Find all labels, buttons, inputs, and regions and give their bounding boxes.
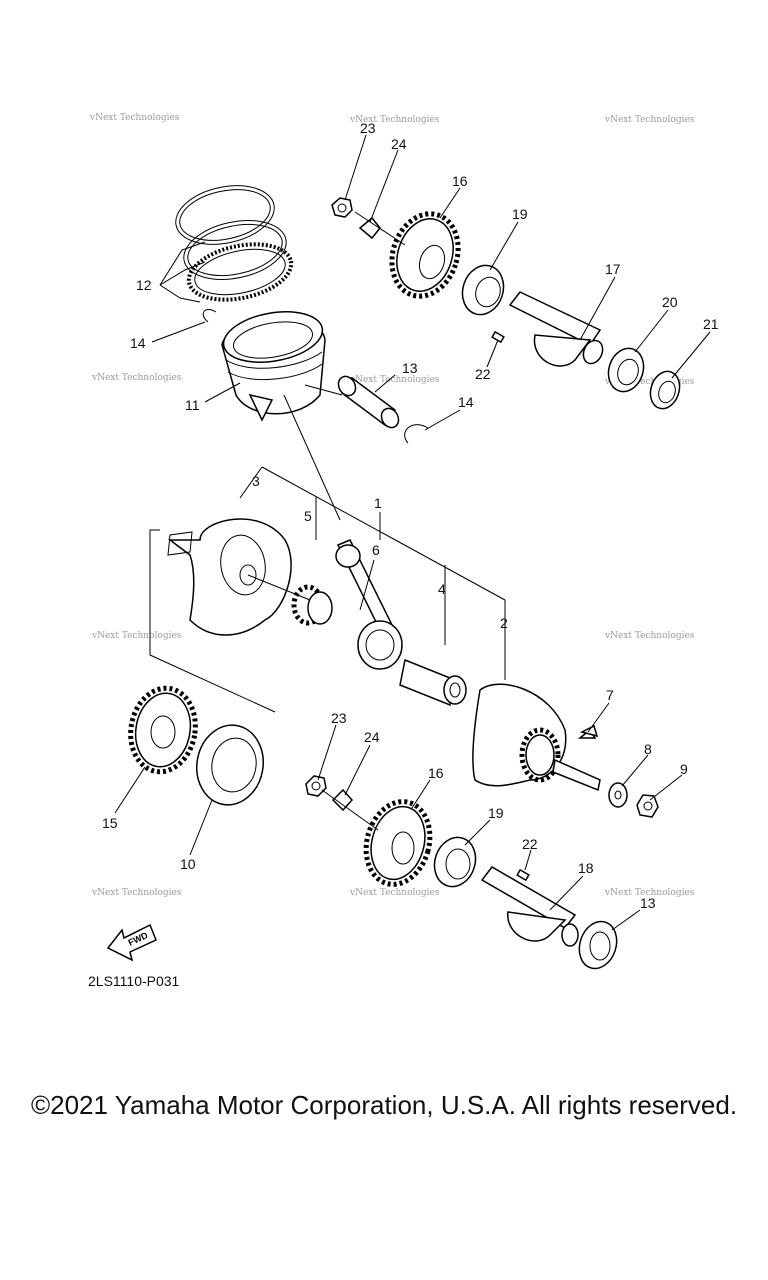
- piston-pin: [337, 375, 400, 429]
- watermark-9: vNext Technologies: [91, 888, 182, 898]
- watermark-1: vNext Technologies: [89, 113, 180, 123]
- callout-24b: 24: [364, 729, 380, 745]
- callout-4: 4: [438, 581, 446, 597]
- callout-6: 6: [372, 542, 380, 558]
- callout-16b: 16: [428, 765, 444, 781]
- connecting-rod: [335, 539, 403, 670]
- callout-21: 21: [703, 316, 719, 332]
- assembly-brackets: [149, 394, 506, 713]
- callout-17: 17: [605, 261, 621, 277]
- washer-nut-right: [608, 782, 659, 818]
- callout-5: 5: [304, 508, 312, 524]
- callout-11: 11: [185, 397, 200, 413]
- piston-rings: [175, 185, 294, 302]
- watermark-5: vNext Technologies: [349, 375, 440, 385]
- callout-10: 10: [180, 856, 196, 872]
- callout-14a: 14: [130, 335, 146, 351]
- callout-22b: 22: [522, 836, 538, 852]
- piston: [221, 311, 326, 422]
- callout-1: 1: [374, 495, 382, 511]
- callout-20: 20: [662, 294, 678, 310]
- callout-19b: 19: [488, 805, 504, 821]
- fwd-arrow: FWD: [106, 923, 157, 962]
- key-7: [579, 724, 599, 738]
- callout-19a: 19: [512, 206, 528, 222]
- callout-13: 13: [402, 360, 418, 376]
- callout-16a: 16: [452, 173, 468, 189]
- callout-9: 9: [680, 761, 688, 777]
- balancer-top-assembly: [331, 197, 681, 410]
- watermark-10: vNext Technologies: [349, 888, 440, 898]
- crank-left: [167, 518, 311, 636]
- crank-right: [472, 683, 601, 792]
- callout-2: 2: [500, 615, 508, 631]
- crank-pin: [399, 658, 467, 707]
- leader-lines: [114, 134, 711, 931]
- needle-bearing: [291, 584, 333, 626]
- callout-12: 12: [136, 277, 152, 293]
- callout-18: 18: [578, 860, 594, 876]
- callout-14b: 14: [458, 394, 474, 410]
- callout-23a: 23: [360, 120, 376, 136]
- watermark-6: vNext Technologies: [604, 377, 695, 387]
- watermark-4: vNext Technologies: [91, 373, 182, 383]
- watermark-11: vNext Technologies: [604, 888, 695, 898]
- diagram-code: 2LS1110-P031: [88, 973, 180, 989]
- callout-numbers: 1 2 3 4 5 6 7 8 9 10 11 12 13 13 14 14 1…: [102, 120, 719, 911]
- watermark-7: vNext Technologies: [91, 631, 182, 641]
- watermark-2: vNext Technologies: [349, 115, 440, 125]
- callout-24a: 24: [391, 136, 407, 152]
- parts-diagram: vNext Technologies vNext Technologies vN…: [89, 113, 719, 970]
- copyright-text: ©2021 Yamaha Motor Corporation, U.S.A. A…: [30, 1090, 738, 1120]
- callout-8: 8: [644, 741, 652, 757]
- watermark-8: vNext Technologies: [604, 631, 695, 641]
- callout-3: 3: [252, 473, 260, 489]
- callout-7: 7: [606, 687, 614, 703]
- watermark-3: vNext Technologies: [604, 115, 695, 125]
- circlip-right: [404, 424, 429, 444]
- watermarks: vNext Technologies vNext Technologies vN…: [89, 113, 695, 898]
- crank-gear-bearing: [128, 685, 264, 806]
- balancer-bottom-assembly: [305, 775, 618, 970]
- callout-23b: 23: [331, 710, 347, 726]
- circlip-top: [202, 308, 217, 323]
- callout-13b: 13: [640, 895, 656, 911]
- callout-15: 15: [102, 815, 118, 831]
- callout-22a: 22: [475, 366, 491, 382]
